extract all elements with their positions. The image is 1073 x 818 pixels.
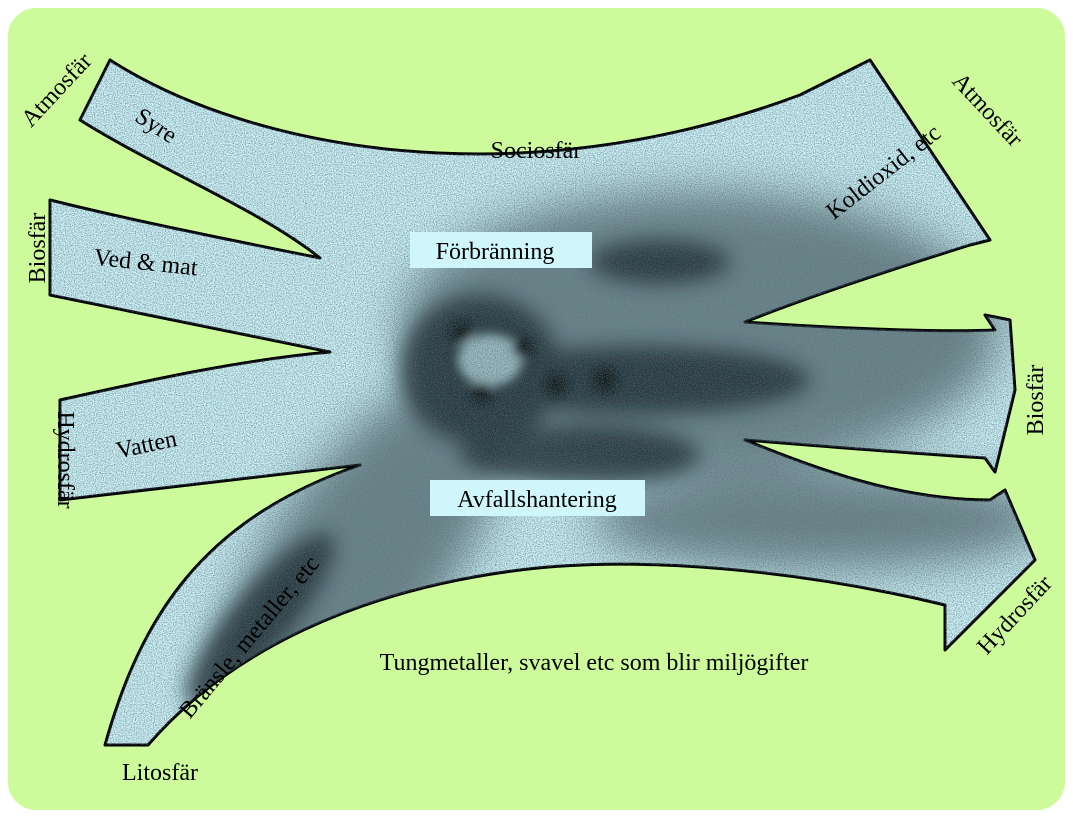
input-hydrosphere-label: Hydrosfär [52, 411, 78, 508]
input-biosphere-label: Biosfär [25, 213, 51, 284]
input-lithosphere-label: Litosfär [122, 760, 198, 786]
output-biosphere-label: Biosfär [1023, 365, 1049, 436]
toxins-label: Tungmetaller, svavel etc som blir miljög… [380, 650, 809, 676]
waste-management-label: Avfallshantering [457, 487, 617, 513]
sociosphere-label: Sociosfär [491, 138, 582, 164]
combustion-label: Förbränning [436, 239, 555, 265]
